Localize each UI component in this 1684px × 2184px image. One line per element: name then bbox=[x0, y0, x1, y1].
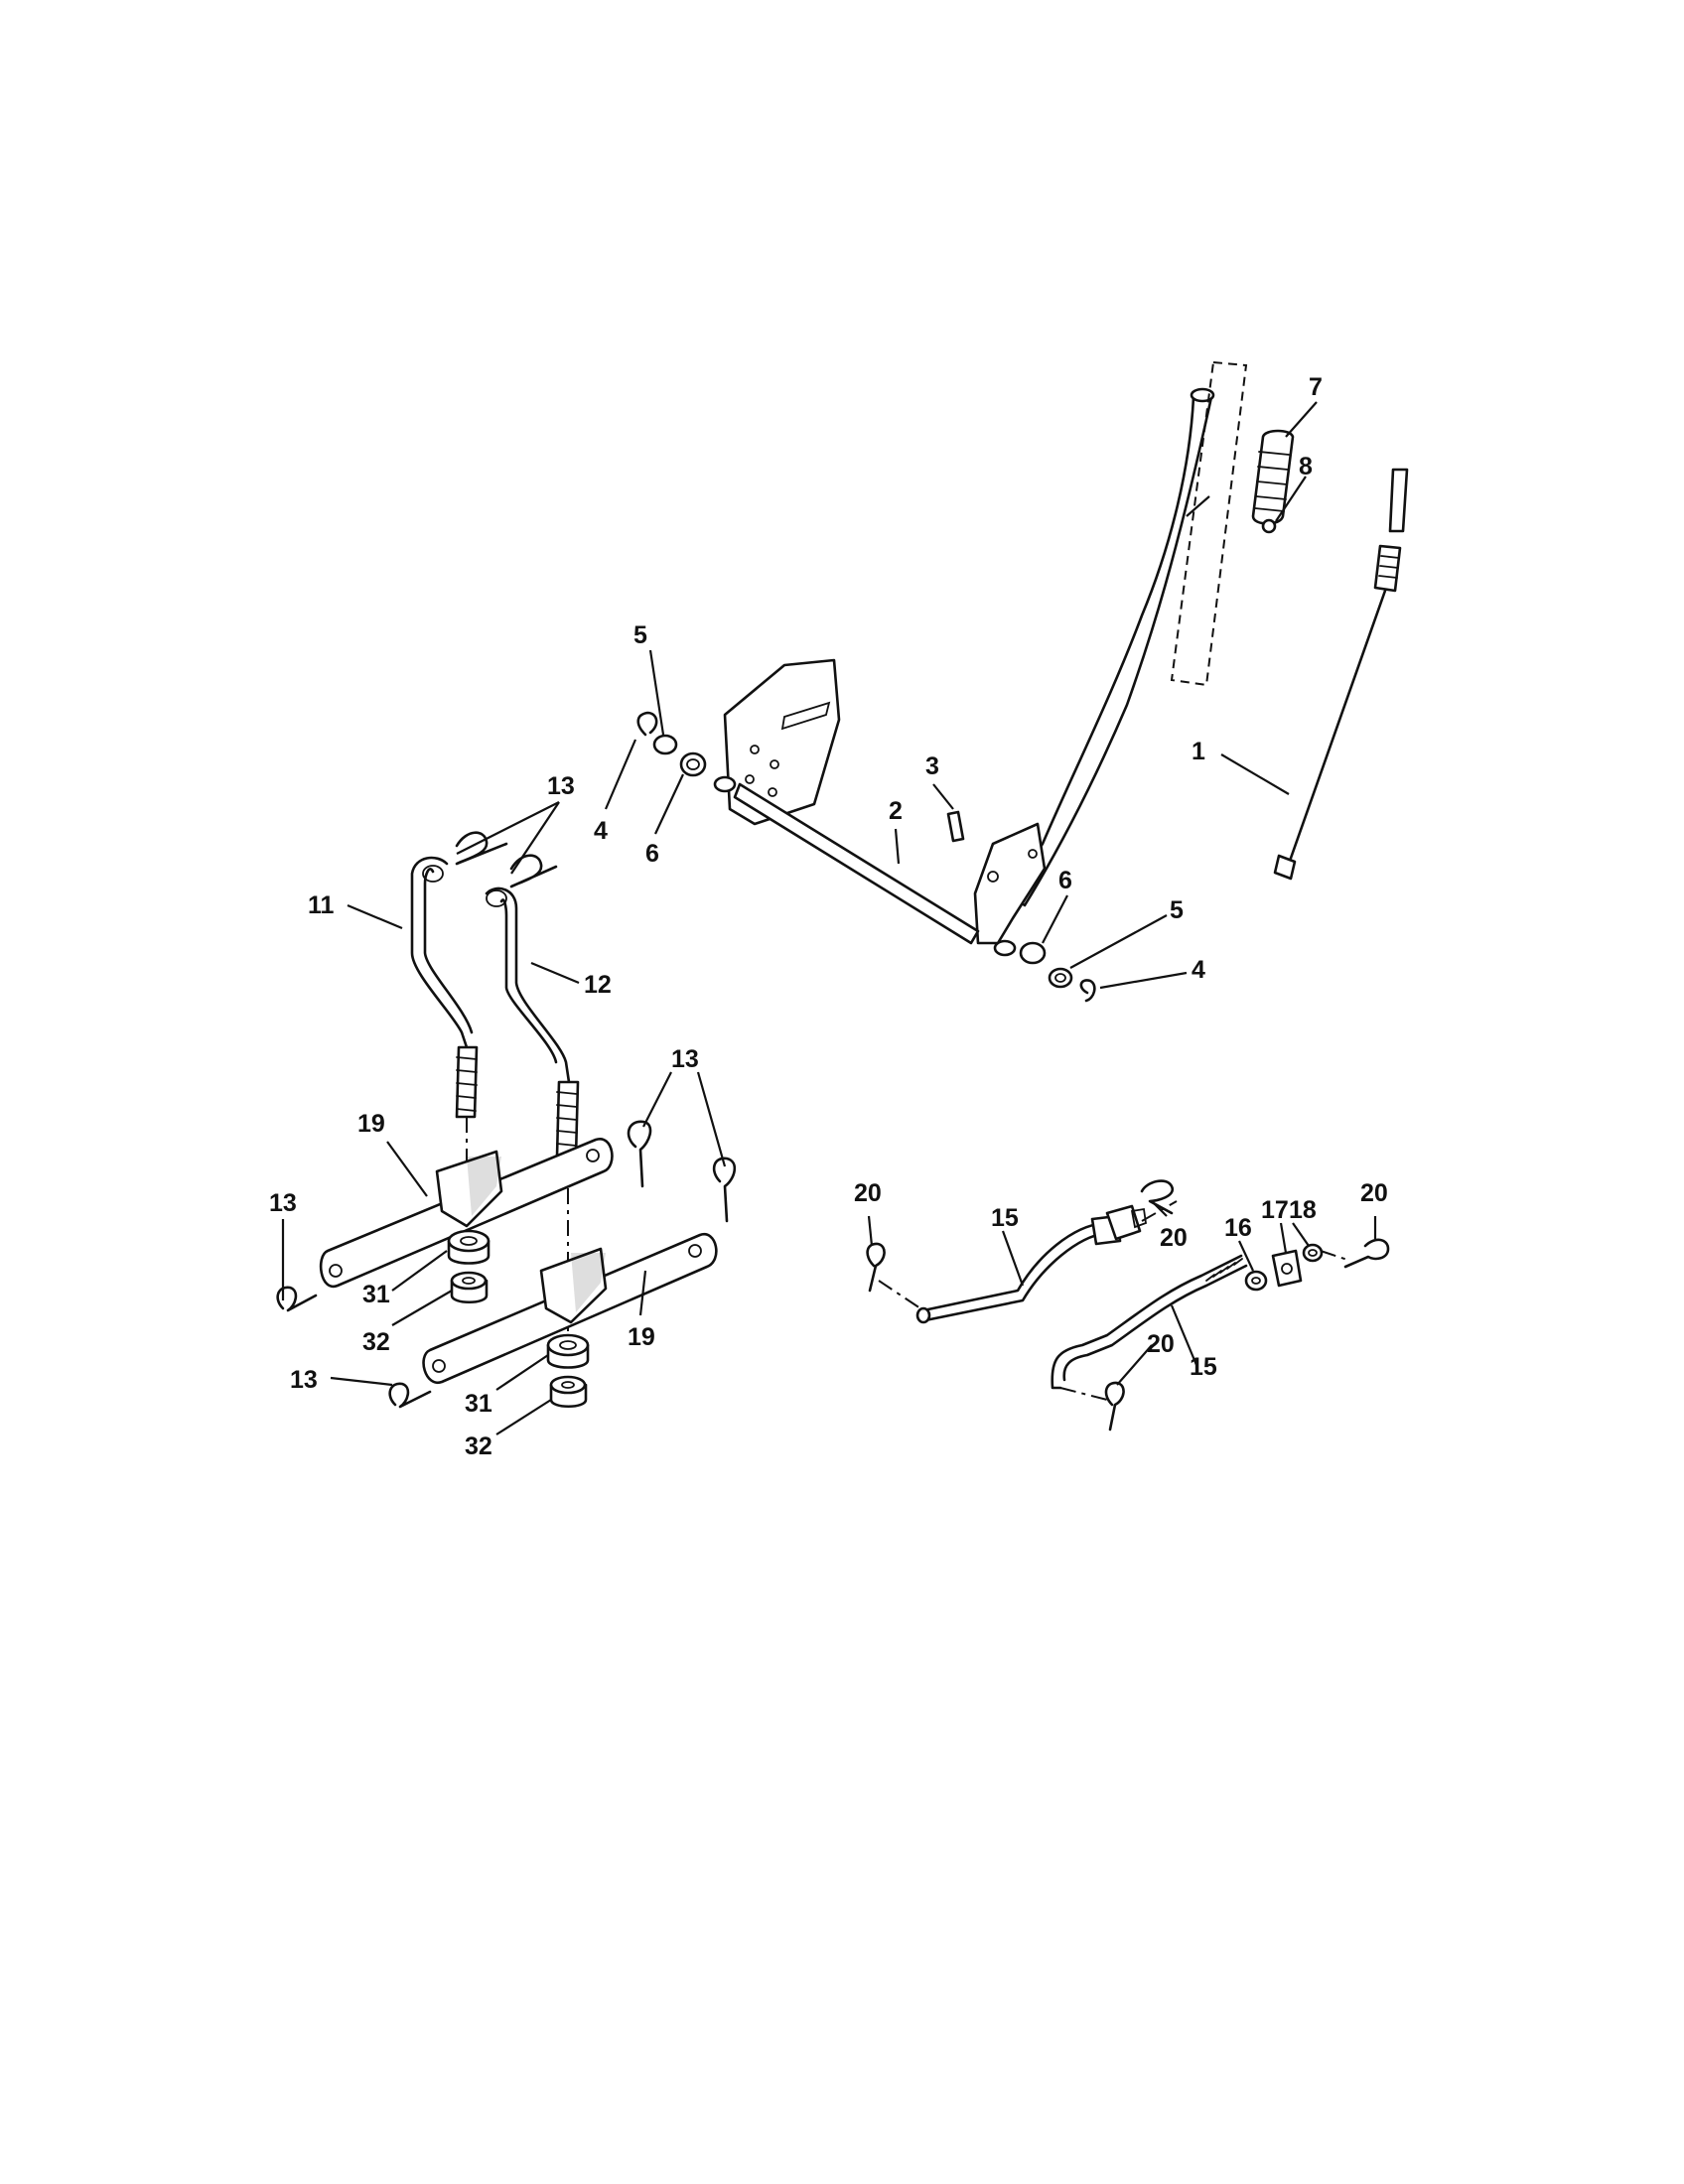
callout-19: 19 bbox=[628, 1323, 655, 1351]
callout-12: 12 bbox=[584, 971, 612, 999]
shear-pin bbox=[946, 810, 965, 843]
callout-31: 31 bbox=[362, 1281, 390, 1308]
callout-17: 17 bbox=[1261, 1196, 1289, 1224]
lift-lever bbox=[973, 360, 1248, 945]
nut-upper bbox=[450, 1271, 489, 1304]
callout-20: 20 bbox=[1360, 1179, 1388, 1207]
nut-lower bbox=[549, 1375, 588, 1409]
callout-31: 31 bbox=[465, 1390, 492, 1418]
callout-3: 3 bbox=[925, 752, 939, 780]
adjuster-rod-lower bbox=[1051, 1254, 1248, 1390]
callout-13: 13 bbox=[290, 1366, 318, 1394]
callout-19: 19 bbox=[357, 1110, 385, 1138]
callout-13: 13 bbox=[269, 1189, 297, 1217]
hanger-rod-12 bbox=[485, 887, 580, 1159]
callout-6: 6 bbox=[1058, 867, 1072, 894]
lift-link-upper bbox=[319, 1138, 614, 1289]
hairpin-clips-20 bbox=[866, 1179, 1390, 1432]
adjuster-rod-upper bbox=[915, 1204, 1147, 1324]
callout-15: 15 bbox=[1190, 1353, 1217, 1381]
callout-2: 2 bbox=[889, 797, 903, 825]
callout-13: 13 bbox=[547, 772, 575, 800]
callout-5: 5 bbox=[633, 621, 647, 649]
pivot-bracket bbox=[723, 658, 841, 826]
hardware-right bbox=[1019, 941, 1096, 1003]
callout-32: 32 bbox=[465, 1433, 492, 1460]
hardware-left bbox=[636, 711, 707, 777]
spacer-lower bbox=[546, 1333, 590, 1369]
callout-15: 15 bbox=[991, 1204, 1019, 1232]
callout-1: 1 bbox=[1192, 738, 1205, 765]
callout-4: 4 bbox=[1192, 956, 1205, 984]
callout-20: 20 bbox=[1147, 1330, 1175, 1358]
callout-11: 11 bbox=[308, 891, 335, 919]
lever-grip bbox=[1251, 429, 1295, 534]
callout-32: 32 bbox=[362, 1328, 390, 1356]
callout-18: 18 bbox=[1289, 1196, 1317, 1224]
callout-13: 13 bbox=[671, 1045, 699, 1073]
lift-cable bbox=[1273, 468, 1409, 881]
callout-6: 6 bbox=[645, 840, 659, 868]
callout-20: 20 bbox=[1160, 1224, 1188, 1252]
lift-shaft bbox=[713, 775, 1017, 957]
spacer-upper bbox=[447, 1229, 491, 1265]
callout-20: 20 bbox=[854, 1179, 882, 1207]
callout-labels: 1 2 3 4 4 5 5 6 6 7 8 11 12 13 13 13 13 … bbox=[269, 373, 1388, 1460]
callout-8: 8 bbox=[1299, 453, 1313, 480]
leader-lines bbox=[281, 401, 1377, 1435]
callout-5: 5 bbox=[1170, 896, 1184, 924]
hanger-rod-11 bbox=[410, 856, 479, 1119]
callout-7: 7 bbox=[1309, 373, 1323, 401]
adjuster-hardware bbox=[1244, 1243, 1324, 1292]
callout-16: 16 bbox=[1224, 1214, 1252, 1242]
callout-4: 4 bbox=[594, 817, 608, 845]
lift-link-lower bbox=[422, 1233, 718, 1384]
